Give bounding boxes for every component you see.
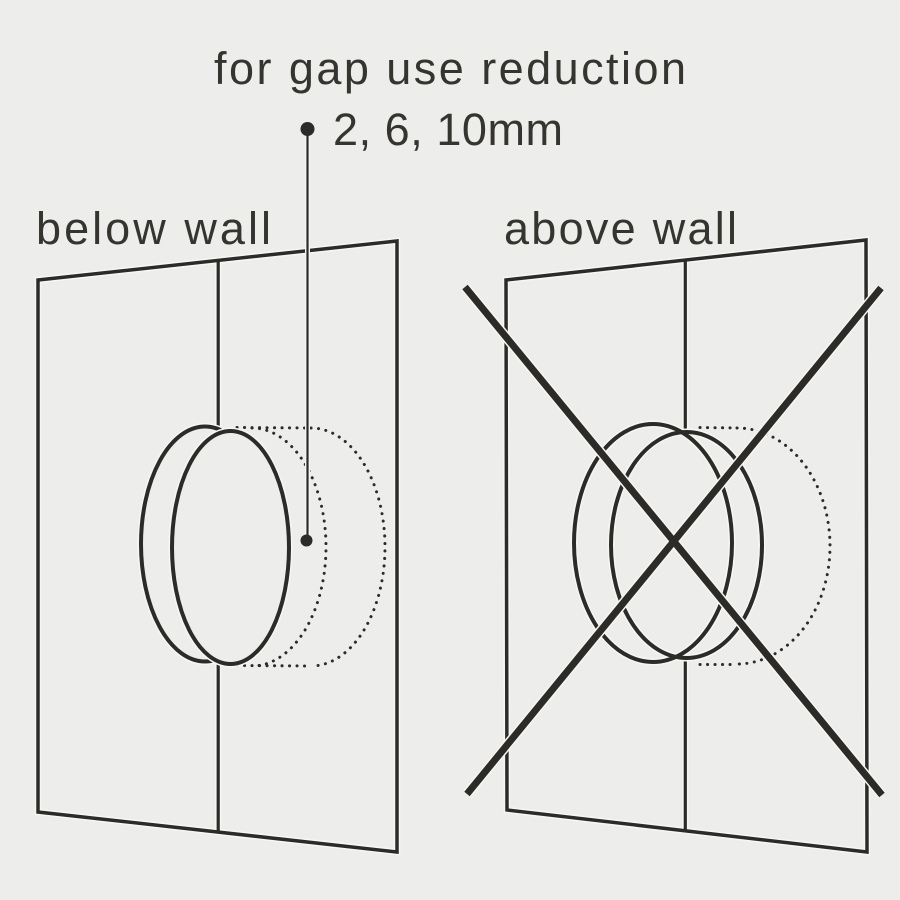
svg-text:for gap use reduction: for gap use reduction [214, 43, 686, 94]
svg-text:2, 6, 10mm: 2, 6, 10mm [333, 104, 563, 155]
svg-text:below wall: below wall [36, 203, 271, 254]
svg-text:above wall: above wall [504, 203, 737, 254]
